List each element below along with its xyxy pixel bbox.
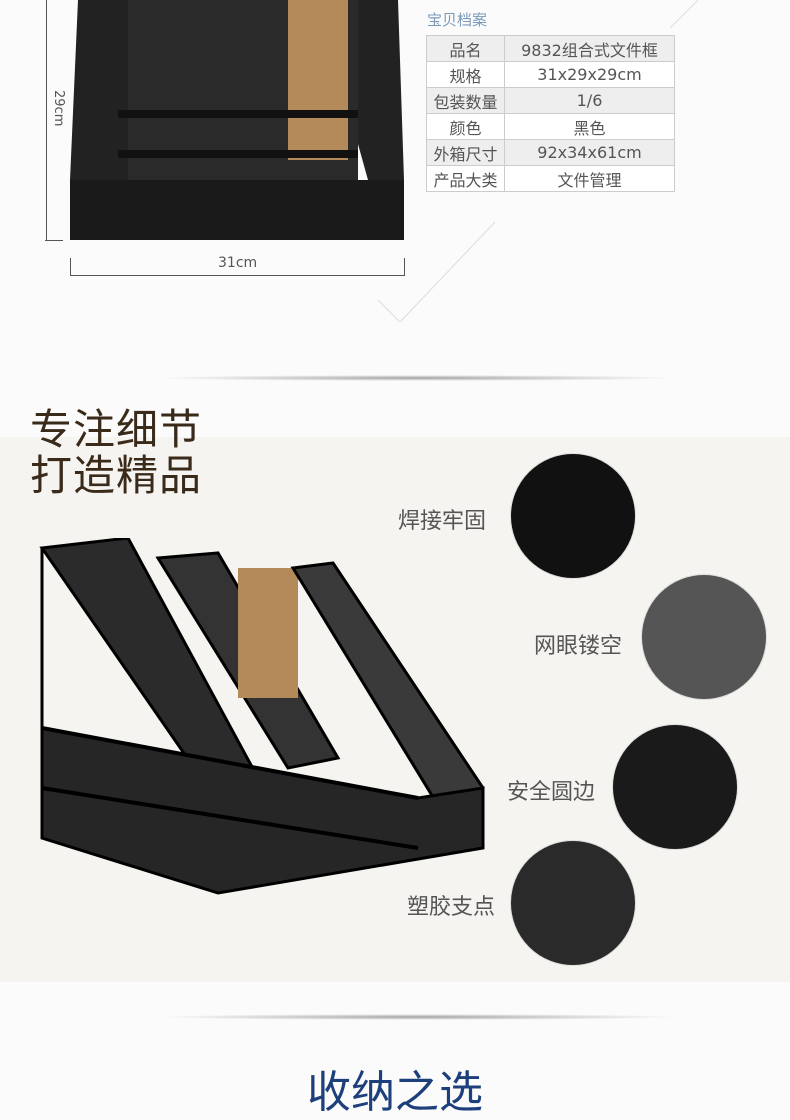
spec-key: 颜色 [426,113,505,140]
section-divider [155,375,680,381]
dimension-tick [404,258,405,276]
section-divider [155,1014,680,1020]
feature-label: 网眼镂空 [534,634,623,659]
feature-image-plastic-foot [510,840,636,966]
spec-key: 包装数量 [426,87,505,114]
decorative-lines [377,0,699,323]
details-title-line2: 打造精品 [30,451,203,500]
feature-image-rounded-edge [612,724,738,850]
spec-value: 31x29x29cm [504,61,675,88]
table-row: 产品大类文件管理 [426,165,675,192]
dimension-tick [70,258,71,276]
table-row: 颜色黑色 [426,113,675,140]
spec-key: 品名 [426,35,505,62]
spec-key: 产品大类 [426,165,505,192]
feature-label: 塑胶支点 [407,895,496,920]
details-title-line1: 专注细节 [30,405,203,454]
spec-key: 规格 [426,61,505,88]
spec-caption: 宝贝档案 [427,11,488,29]
height-label: 29cm [51,90,66,127]
height-dimension-line [46,0,47,240]
width-dimension-line [70,275,405,276]
product-image-top [70,0,404,240]
dimension-tick [45,240,63,241]
spec-value: 黑色 [504,113,675,140]
feature-label: 焊接牢固 [398,509,487,534]
spec-value: 1/6 [504,87,675,114]
spec-value: 92x34x61cm [504,139,675,166]
feature-image-welding [510,453,636,579]
spec-value: 9832组合式文件框 [504,35,675,62]
feature-image-mesh [641,574,767,700]
spec-key: 外箱尺寸 [426,139,505,166]
product-image-main [39,538,485,895]
next-section-title: 收纳之选 [307,1067,483,1118]
feature-label: 安全圆边 [507,780,596,805]
width-label: 31cm [218,255,258,271]
spec-value: 文件管理 [504,165,675,192]
